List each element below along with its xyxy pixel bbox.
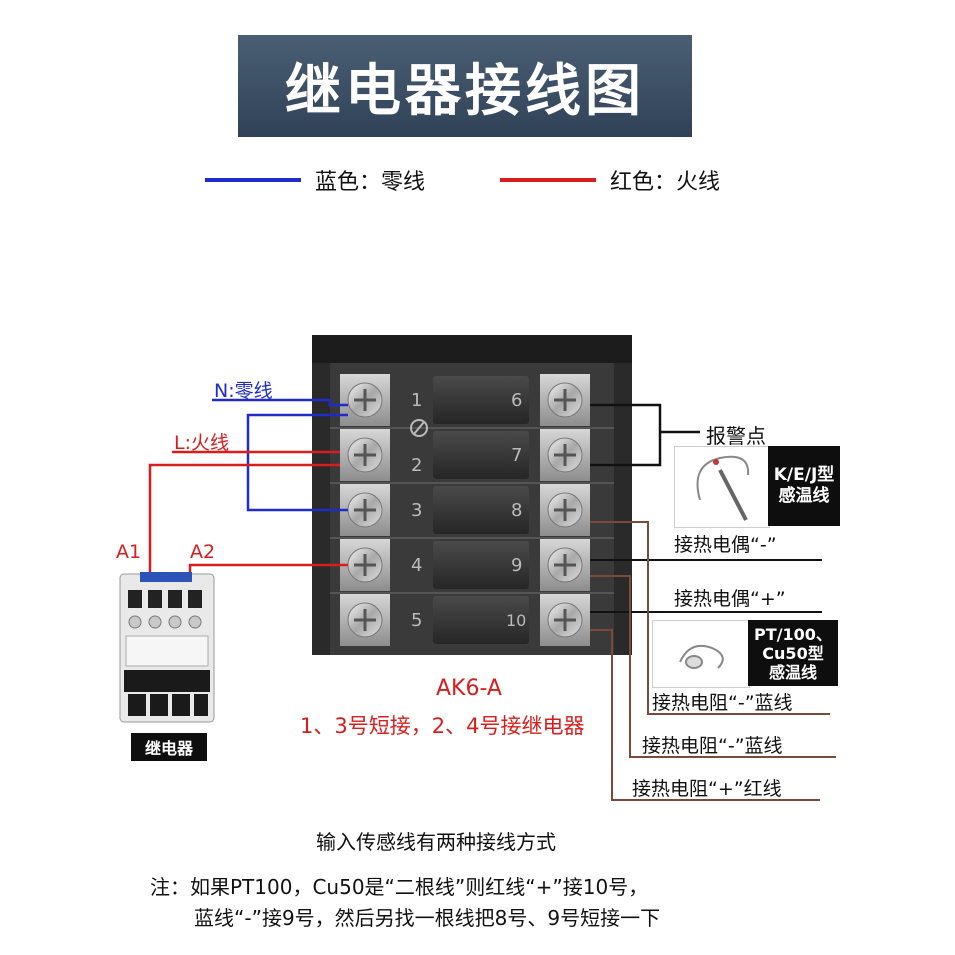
- terminal-numbers: 1 2 3 4 5 6 7 8 9 10: [411, 390, 526, 631]
- legend-red-text: 红色：火线: [610, 170, 721, 195]
- screw-terminal-6: [540, 374, 590, 426]
- thermocouple-wires: [590, 559, 822, 613]
- thermocouple-probe-icon: [696, 455, 750, 521]
- terminal-number-1: 1: [411, 390, 422, 411]
- rtd-tag: PT/100、 Cu50型 感温线: [748, 620, 838, 686]
- a2-label: A2: [190, 541, 216, 563]
- rtd-tag-line2: Cu50型: [762, 643, 824, 663]
- thermocouple-tag: K/E/J型 感温线: [768, 446, 840, 526]
- terminal-number-7: 7: [511, 445, 522, 466]
- instruction-label: 1、3号短接，2、4号接继电器: [300, 714, 585, 738]
- screw-terminal-5: [340, 594, 390, 646]
- model-label: AK6-A: [436, 676, 502, 701]
- terminal-number-5: 5: [411, 610, 422, 631]
- rtd-tag-line1: PT/100、: [754, 624, 832, 644]
- page-title: 继电器接线图: [285, 58, 645, 124]
- legend-blue: 蓝色：零线: [205, 164, 425, 196]
- rtd-minus-label-2: 接热电阻“-”蓝线: [642, 735, 783, 757]
- thermocouple-plus-label: 接热电偶“+”: [674, 588, 786, 610]
- terminal-number-6: 6: [511, 390, 522, 411]
- note-line-1: 输入传感线有两种接线方式: [316, 830, 556, 854]
- legend-blue-swatch: [205, 178, 301, 182]
- neutral-wires: [212, 398, 348, 512]
- a1-label: A1: [116, 541, 142, 563]
- left-terminals: [340, 374, 390, 646]
- relay-contactor-icon: [119, 572, 215, 723]
- live-label: L:火线: [174, 432, 229, 454]
- screw-terminal-10: [540, 594, 590, 646]
- screw-terminal-3: [340, 484, 390, 536]
- thermocouple-minus-label: 接热电偶“-”: [674, 534, 777, 556]
- terminal-number-8: 8: [511, 500, 522, 521]
- rtd-tag-line3: 感温线: [768, 662, 817, 682]
- thermocouple-tag-line1: K/E/J型: [773, 465, 835, 485]
- thermocouple-tag-line2: 感温线: [778, 486, 830, 506]
- rtd-plus-label: 接热电阻“+”红线: [632, 778, 782, 800]
- terminal-number-3: 3: [411, 500, 422, 521]
- relay-label: 继电器: [131, 733, 207, 761]
- title-banner: 继电器接线图: [238, 35, 692, 137]
- note-line-3: 蓝线“-”接9号，然后另找一根线把8号、9号短接一下: [194, 906, 661, 930]
- screw-terminal-7: [540, 429, 590, 481]
- note-line-2: 注：如果PT100，Cu50是“二根线”则红线“+”接10号，: [150, 875, 649, 899]
- terminal-number-10: 10: [506, 611, 526, 630]
- legend-blue-text: 蓝色：零线: [315, 170, 426, 195]
- rtd-wires: [590, 521, 836, 801]
- screw-terminal-1: [340, 374, 390, 426]
- alarm-label: 报警点: [706, 424, 766, 448]
- screw-terminal-8: [540, 484, 590, 536]
- legend-red: 红色：火线: [500, 164, 720, 196]
- terminal-number-9: 9: [511, 555, 522, 576]
- neutral-label: N:零线: [214, 380, 273, 402]
- legend-red-swatch: [500, 178, 596, 182]
- right-terminals: [540, 374, 590, 646]
- terminal-number-2: 2: [411, 455, 422, 476]
- rtd-probe-icon: [679, 644, 724, 669]
- screw-terminal-4: [340, 539, 390, 591]
- screw-terminal-9: [540, 539, 590, 591]
- terminal-number-4: 4: [411, 555, 422, 576]
- screw-terminal-2: [340, 429, 390, 481]
- contact-symbol-icon: [410, 419, 428, 437]
- alarm-wires: [590, 403, 700, 467]
- rtd-minus-label-1: 接热电阻“-”蓝线: [652, 692, 793, 714]
